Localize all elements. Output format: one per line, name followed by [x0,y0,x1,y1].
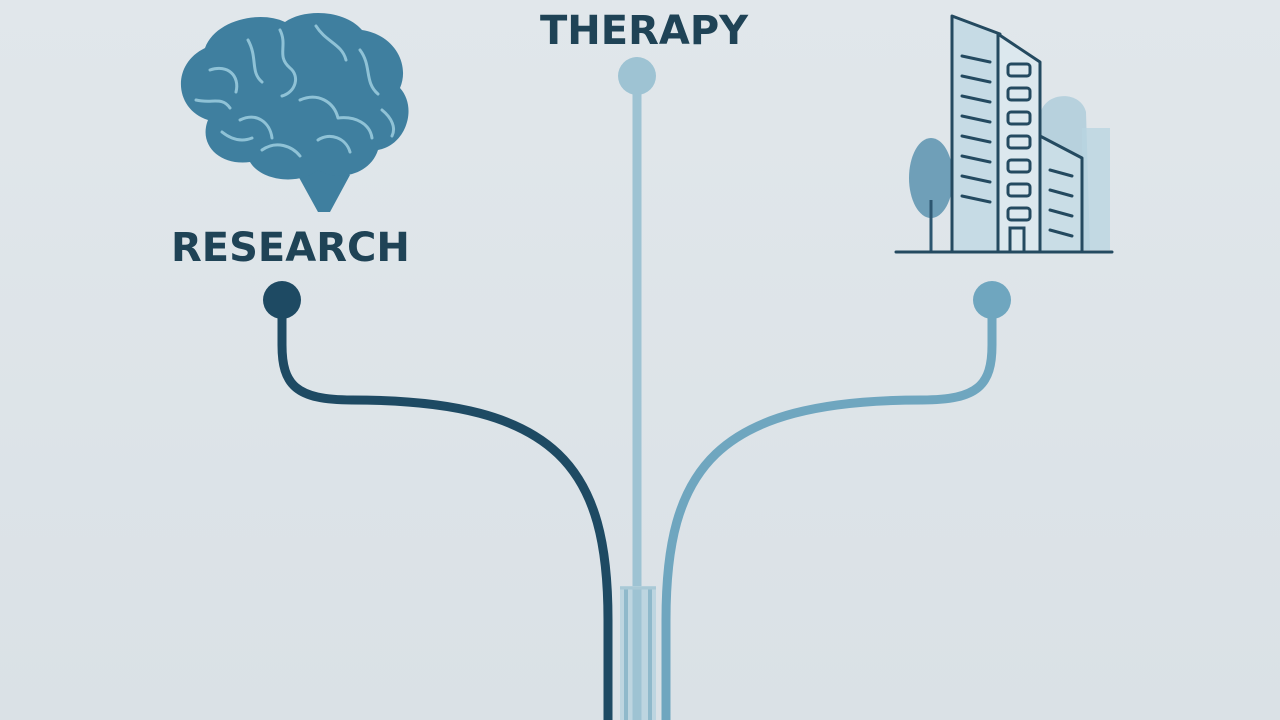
clinical-path-line [661,295,997,720]
therapy-label: THERAPY [540,8,749,54]
therapy-node [618,57,656,95]
path-trunk [620,586,656,720]
research-node [263,281,301,319]
research-path-line [277,295,613,720]
research-label: RESEARCH [171,225,410,271]
hospital-building-icon [894,14,1114,254]
clinical-node [973,281,1011,319]
brain-icon [180,12,409,212]
